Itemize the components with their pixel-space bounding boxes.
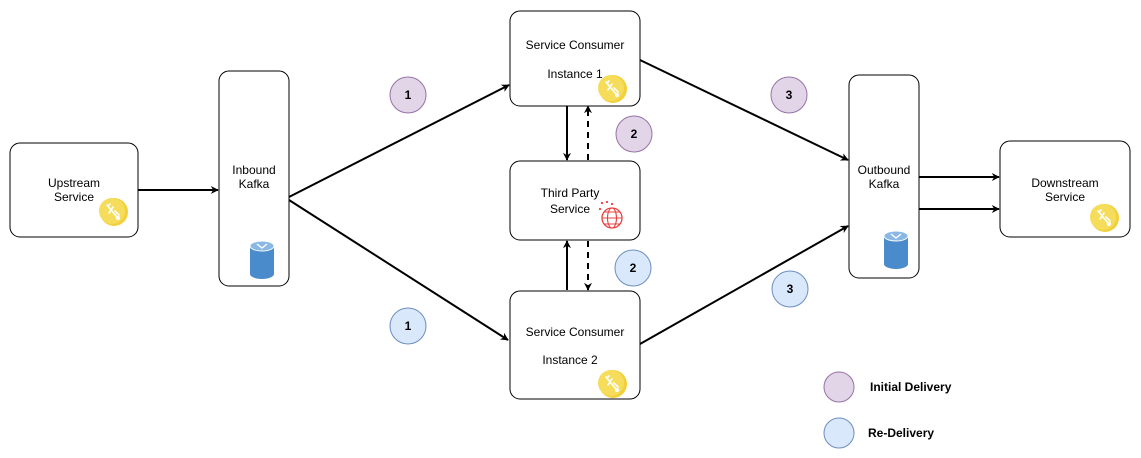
step-badges: 1 2 3 1 2 3 xyxy=(389,76,809,345)
badge-initial-3-label: 3 xyxy=(786,88,793,102)
node-outbound-kafka: Outbound Kafka xyxy=(848,74,920,279)
badge-initial-1: 1 xyxy=(389,76,427,114)
legend-swatch-initial xyxy=(823,371,855,403)
badge-redelivery-3-label: 3 xyxy=(787,282,794,296)
upstream-label-line1: Upstream xyxy=(48,176,100,190)
edge-inbound-to-consumer1 xyxy=(288,84,510,198)
legend-label-redelivery: Re-Delivery xyxy=(868,426,934,440)
badge-initial-2: 2 xyxy=(615,115,653,153)
legend-item-initial-delivery: Initial Delivery xyxy=(823,371,952,403)
edge-consumer1-to-outbound xyxy=(639,59,849,161)
downstream-label-line1: Downstream xyxy=(1031,176,1098,190)
badge-initial-3: 3 xyxy=(770,76,808,114)
consumer1-label-line1: Service Consumer xyxy=(526,38,625,52)
thirdparty-label-line2: Service xyxy=(550,202,590,216)
globe-network-icon xyxy=(598,200,623,229)
consumer1-label-line2: Instance 1 xyxy=(547,67,603,81)
inbound-label-line1: Inbound xyxy=(232,163,275,177)
node-service-consumer-2: Service Consumer Instance 2 xyxy=(509,290,641,400)
legend-swatch-redelivery xyxy=(823,417,855,449)
node-service-consumer-1: Service Consumer Instance 1 xyxy=(509,10,641,107)
badge-redelivery-2-label: 2 xyxy=(630,261,637,275)
badge-initial-1-label: 1 xyxy=(405,88,412,102)
badge-redelivery-1-label: 1 xyxy=(405,319,412,333)
outbound-label-line1: Outbound xyxy=(858,163,911,177)
inbound-label-line2: Kafka xyxy=(239,177,270,191)
connectors xyxy=(138,59,1000,345)
legend: Initial Delivery Re-Delivery xyxy=(823,371,952,449)
database-cylinder-icon xyxy=(249,240,275,280)
badge-redelivery-3: 3 xyxy=(771,270,809,308)
consumer2-label-line1: Service Consumer xyxy=(526,325,625,339)
upstream-label-line2: Service xyxy=(54,190,94,204)
badge-redelivery-2: 2 xyxy=(614,249,652,287)
node-third-party-service: Third Party Service xyxy=(509,160,641,241)
node-inbound-kafka: Inbound Kafka xyxy=(218,70,290,287)
node-downstream-service: Downstream Service xyxy=(999,140,1131,238)
legend-item-redelivery: Re-Delivery xyxy=(823,417,934,449)
badge-initial-2-label: 2 xyxy=(631,127,638,141)
database-cylinder-icon xyxy=(883,230,909,270)
downstream-label-line2: Service xyxy=(1045,190,1085,204)
thirdparty-label-line1: Third Party xyxy=(541,186,600,200)
edge-consumer2-to-outbound xyxy=(639,225,849,345)
consumer2-label-line2: Instance 2 xyxy=(542,353,598,367)
outbound-label-line2: Kafka xyxy=(869,177,900,191)
edge-inbound-to-consumer2 xyxy=(288,199,509,341)
node-upstream-service: Upstream Service xyxy=(9,142,139,238)
badge-redelivery-1: 1 xyxy=(389,307,427,345)
legend-label-initial: Initial Delivery xyxy=(870,380,952,394)
